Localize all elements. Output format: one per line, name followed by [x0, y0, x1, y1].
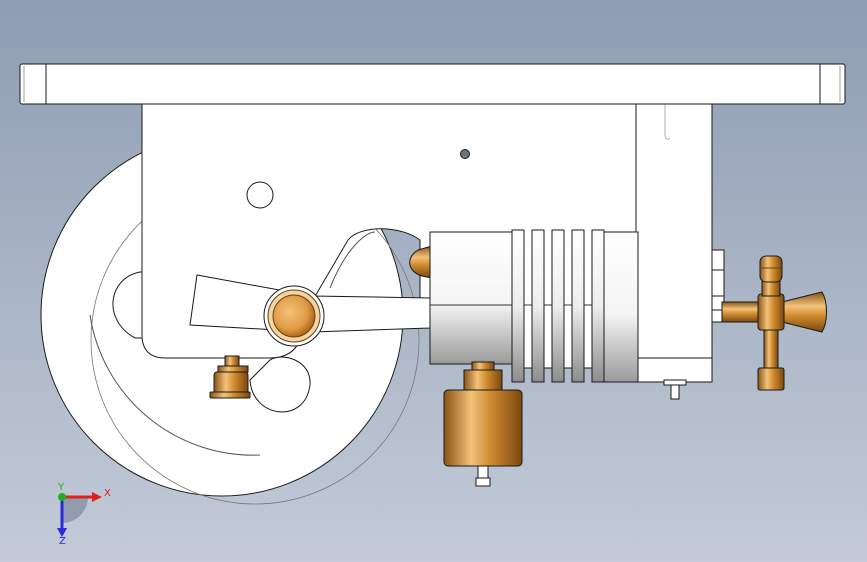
orientation-triad: X Z Y	[57, 482, 111, 547]
left-brass-fitting[interactable]	[209, 355, 251, 399]
right-housing-block[interactable]	[635, 99, 725, 383]
triad-y-axis: Y	[57, 482, 66, 501]
triad-x-axis: X	[62, 488, 111, 502]
top-mounting-plate[interactable]	[19, 63, 846, 105]
wheel-opening-lower	[249, 356, 311, 413]
triad-y-label: Y	[57, 482, 65, 493]
cooling-fin	[531, 229, 545, 383]
right-brass-valve[interactable]	[721, 255, 827, 391]
damper-cylinder[interactable]	[409, 229, 639, 383]
cooling-fin	[571, 229, 585, 383]
bracket-hole	[246, 181, 274, 209]
triad-z-axis: Z	[57, 497, 67, 547]
wheel-opening-upper	[112, 271, 147, 339]
triad-y-dot	[58, 493, 66, 501]
bracket-screw	[460, 149, 470, 159]
cooling-fin	[511, 229, 525, 383]
triad-plane-quarter	[62, 497, 88, 523]
housing-set-screw	[663, 379, 687, 400]
center-brass-weight[interactable]	[443, 361, 523, 487]
triad-x-label: X	[104, 488, 111, 499]
triad-z-label: Z	[59, 536, 66, 547]
cooling-fin	[591, 229, 605, 383]
cooling-fin	[551, 229, 565, 383]
damper-brass-tip	[409, 245, 433, 279]
pivot-pin[interactable]	[263, 285, 325, 347]
